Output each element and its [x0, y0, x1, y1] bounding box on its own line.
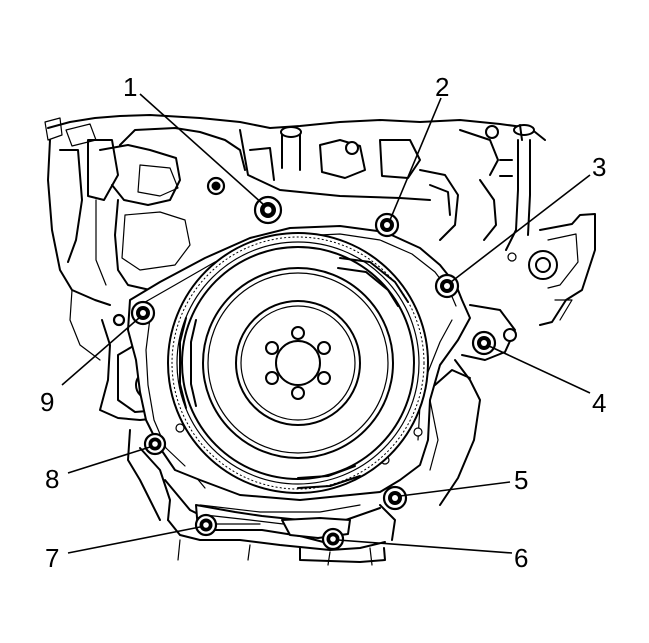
leader-1 — [139, 93, 265, 206]
bolt-4 — [471, 330, 497, 356]
callout-2: 2 — [435, 72, 449, 102]
bolt-8 — [143, 432, 167, 456]
callout-5: 5 — [514, 465, 528, 495]
leader-7 — [67, 526, 201, 554]
leader-8 — [67, 446, 151, 474]
bolt-7 — [194, 513, 218, 537]
callout-labels: 1 2 3 4 5 6 7 8 9 — [40, 72, 606, 573]
bolt-5 — [382, 485, 408, 511]
leader-4 — [488, 345, 591, 394]
callout-9: 9 — [40, 387, 54, 417]
leader-lines — [61, 93, 591, 554]
leader-3 — [450, 174, 591, 283]
leader-5 — [399, 481, 511, 497]
flywheel — [167, 232, 429, 494]
leader-9 — [61, 317, 140, 386]
bolt-2 — [374, 212, 400, 238]
callout-1: 1 — [123, 72, 137, 102]
leader-6 — [337, 539, 513, 554]
callout-4: 4 — [592, 388, 606, 418]
bolt-6 — [321, 527, 345, 551]
leader-2 — [389, 97, 442, 221]
callout-7: 7 — [45, 543, 59, 573]
callout-8: 8 — [45, 464, 59, 494]
callout-3: 3 — [592, 152, 606, 182]
callout-6: 6 — [514, 543, 528, 573]
